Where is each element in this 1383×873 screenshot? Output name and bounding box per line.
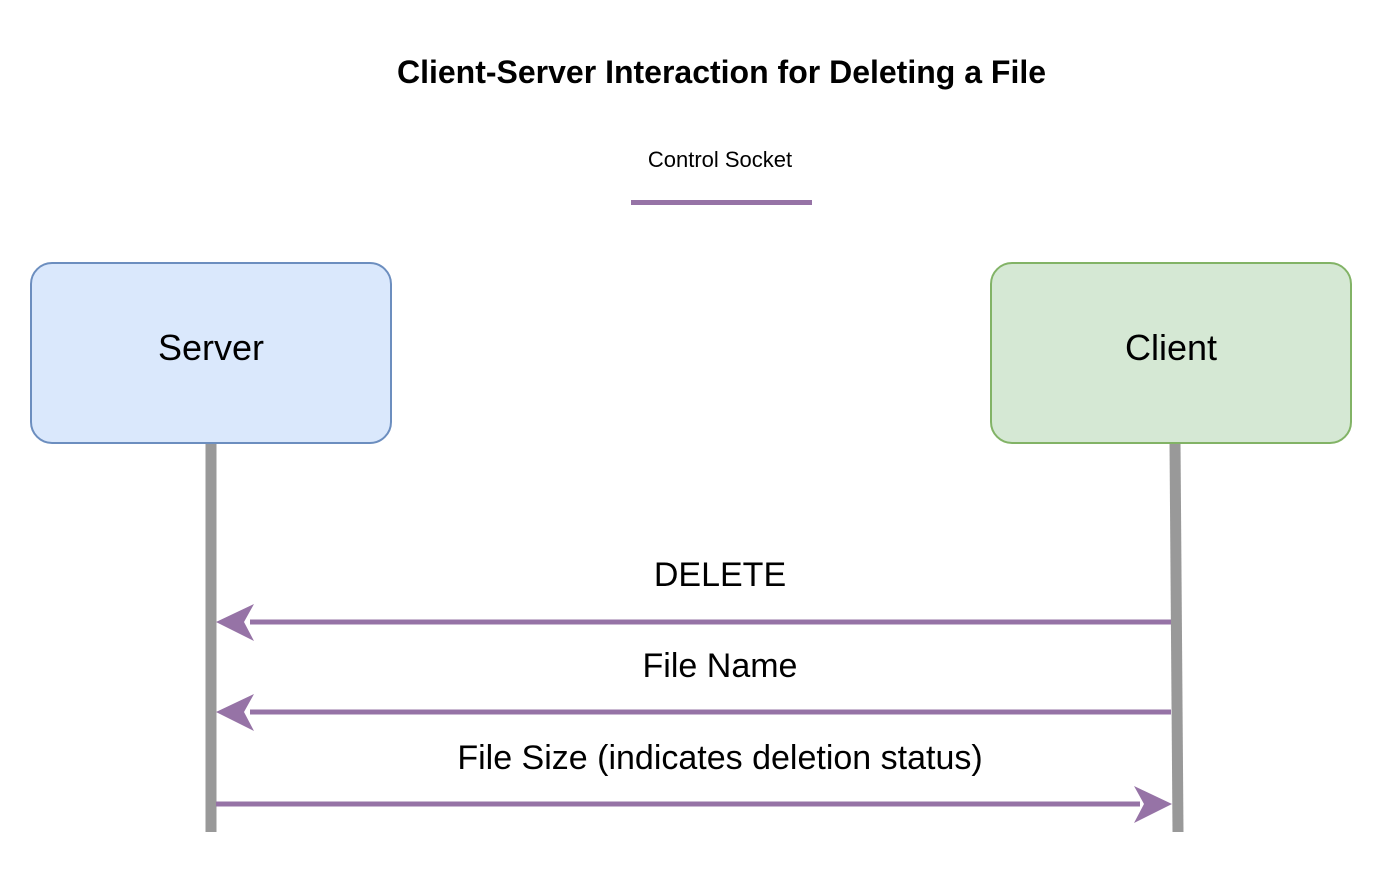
message-label-delete: DELETE xyxy=(653,556,787,594)
legend-label: Control Socket xyxy=(647,147,793,172)
message-arrow-file-size xyxy=(216,786,1172,823)
server-node: Server xyxy=(30,262,392,444)
client-node: Client xyxy=(990,262,1352,444)
message-label-file-size: File Size (indicates deletion status) xyxy=(457,739,983,777)
client-label: Client xyxy=(1124,327,1218,368)
server-label: Server xyxy=(157,327,265,368)
message-label-file-name: File Name xyxy=(642,647,798,685)
message-arrow-file-name xyxy=(216,694,1171,731)
diagram-title: Client-Server Interaction for Deleting a… xyxy=(396,54,1047,90)
legend-line xyxy=(631,200,812,205)
client-lifeline xyxy=(1169,441,1184,833)
message-arrow-delete xyxy=(216,604,1171,641)
